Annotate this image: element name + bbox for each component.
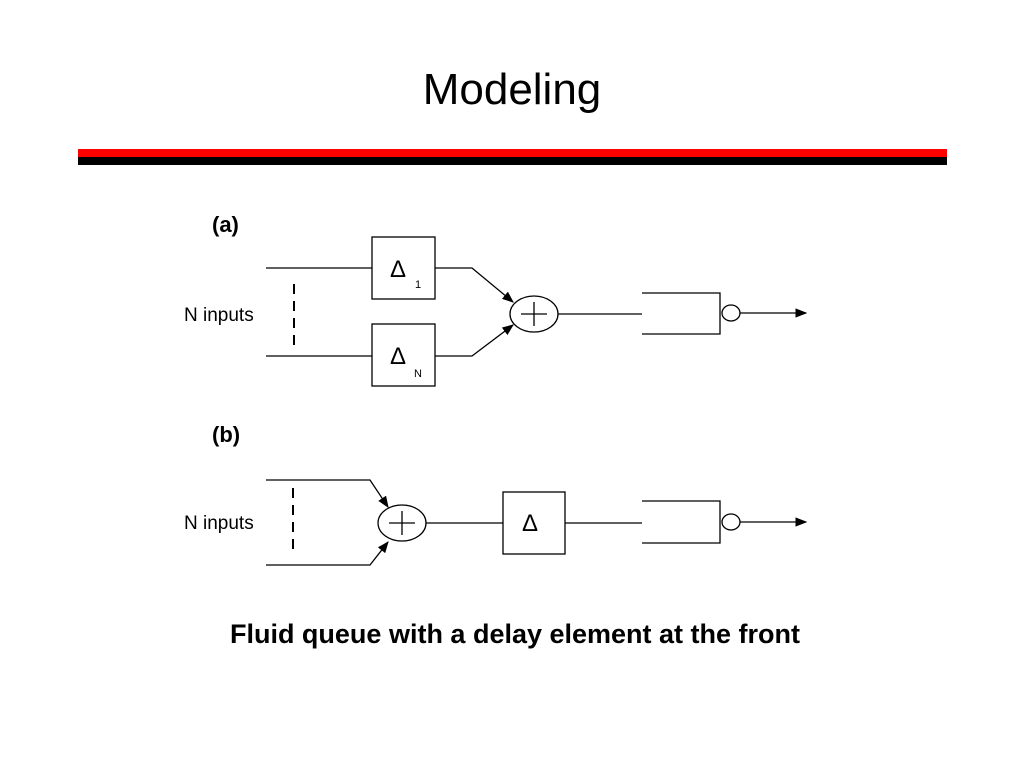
panel-a-delay-1-subscript: 1 — [415, 279, 421, 291]
panel-b-inputs-label: N inputs — [184, 513, 254, 534]
slide-title: Modeling — [422, 65, 602, 114]
panel-a-inputs-label: N inputs — [184, 305, 254, 326]
panel-a-label: (a) — [212, 212, 239, 237]
title-rule-red — [78, 149, 947, 157]
panel-a-delay-n-to-adder-arrow — [435, 324, 514, 357]
panel-b-input-line-n — [266, 541, 389, 566]
panel-b-delay-symbol: Δ — [522, 510, 538, 537]
panel-a: (a) N inputs Δ 1 Δ N — [184, 212, 808, 387]
panel-b: (b) N inputs Δ — [184, 422, 808, 566]
panel-b-queue-server — [721, 513, 741, 531]
title-rule-black — [78, 157, 947, 165]
panel-a-delay-1-symbol: Δ — [390, 256, 406, 283]
panel-a-delay-n-box — [371, 323, 436, 387]
slide-caption: Fluid queue with a delay element at the … — [229, 619, 801, 649]
panel-a-queue-server — [721, 304, 741, 322]
panel-a-delay-n-subscript: N — [414, 368, 422, 380]
panel-b-queue-buffer — [642, 500, 721, 544]
panel-a-delay-1-to-adder-arrow — [435, 267, 514, 303]
panel-b-label: (b) — [212, 422, 240, 447]
panel-b-input-line-1 — [266, 479, 389, 508]
panel-a-delay-n-symbol: Δ — [390, 343, 406, 370]
panel-a-queue-buffer — [642, 292, 721, 335]
